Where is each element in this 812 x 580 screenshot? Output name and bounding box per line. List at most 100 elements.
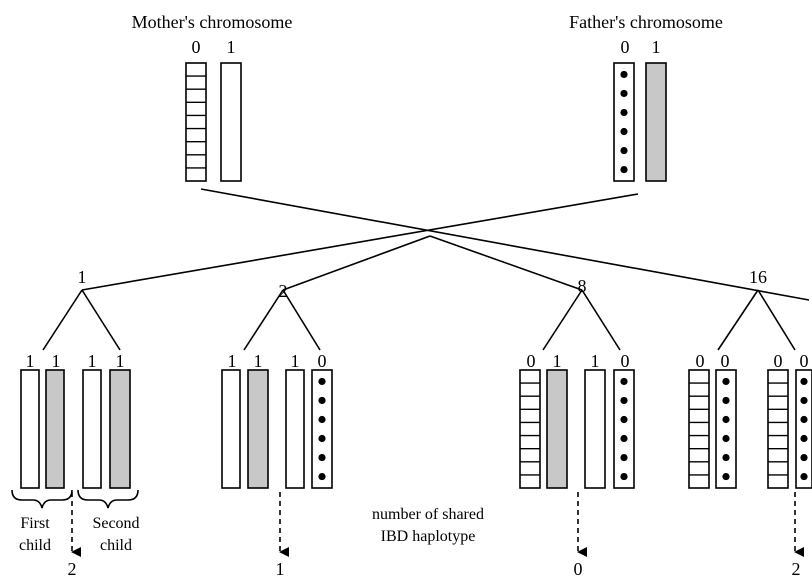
mother-chromosome-title: Mother's chromosome bbox=[132, 12, 293, 32]
s16-c1-chrom-b bbox=[715, 369, 737, 489]
shared-count-1: 2 bbox=[68, 559, 77, 579]
chromosome-bar bbox=[613, 369, 635, 489]
branch-line-2 bbox=[282, 235, 431, 291]
s8-c1-chrom-b bbox=[546, 369, 568, 489]
s2-c1-label-a: 1 bbox=[228, 351, 237, 371]
chromosome-bar bbox=[546, 369, 568, 489]
chromosome-dot bbox=[318, 415, 326, 424]
cross-line-mother bbox=[200, 188, 810, 301]
s16-c2-label-b: 0 bbox=[800, 351, 809, 371]
first-child-label-line1: First bbox=[20, 515, 50, 532]
chromosome-bar bbox=[45, 369, 65, 489]
chromosome-bar bbox=[767, 369, 789, 489]
s8-c1-label-a: 0 bbox=[527, 351, 536, 371]
s1-c1-chrom-b bbox=[45, 369, 65, 489]
s8-c2-chrom-a bbox=[584, 369, 606, 489]
chromosome-bar bbox=[82, 369, 102, 489]
chromosome-bar bbox=[109, 369, 131, 489]
father-label-1: 1 bbox=[652, 37, 661, 57]
s1-c2-chrom-b bbox=[109, 369, 131, 489]
s2-c2-label-b: 0 bbox=[318, 351, 327, 371]
chromosome-dot bbox=[722, 472, 730, 481]
chromosome-dot bbox=[620, 453, 628, 462]
chromosome-bar bbox=[247, 369, 269, 489]
first-child-label-line2: child bbox=[19, 537, 51, 554]
scenario-label-8: 8 bbox=[578, 276, 587, 296]
chromosome-dot bbox=[620, 108, 628, 117]
s8-c1-chrom-a bbox=[519, 369, 541, 489]
s2-c1-chrom-a bbox=[221, 369, 241, 489]
chromosome-dot bbox=[620, 415, 628, 424]
branch-line-8 bbox=[429, 235, 583, 291]
second-child-label-line1: Second bbox=[92, 515, 139, 532]
cross-line-father bbox=[81, 193, 639, 291]
mother-chromosome-0 bbox=[185, 62, 207, 182]
chromosome-dot bbox=[620, 146, 628, 155]
tree-1-left bbox=[42, 289, 83, 351]
s16-c1-chrom-a bbox=[688, 369, 710, 489]
tree-8-left bbox=[542, 289, 583, 351]
shared-count-16: 2 bbox=[792, 559, 801, 579]
chromosome-bar bbox=[220, 62, 242, 182]
s8-c2-label-a: 1 bbox=[591, 351, 600, 371]
chromosome-dot bbox=[800, 377, 808, 386]
mother-label-1: 1 bbox=[227, 37, 236, 57]
scenario-label-16: 16 bbox=[749, 267, 767, 287]
father-chromosome-1 bbox=[645, 62, 667, 182]
father-chromosome-0 bbox=[613, 62, 635, 182]
chromosome-bar bbox=[645, 62, 667, 182]
s16-c2-chrom-a bbox=[767, 369, 789, 489]
chromosome-dot bbox=[620, 434, 628, 443]
s1-c1-label-b: 1 bbox=[52, 351, 61, 371]
s8-c2-chrom-b bbox=[613, 369, 635, 489]
chromosome-dot bbox=[318, 434, 326, 443]
s16-c2-label-a: 0 bbox=[774, 351, 783, 371]
chromosome-dot bbox=[800, 472, 808, 481]
tree-16-left bbox=[717, 289, 759, 351]
chromosome-bar bbox=[185, 62, 207, 182]
chromosome-dot bbox=[620, 127, 628, 136]
father-label-0: 0 bbox=[621, 37, 630, 57]
chromosome-dot bbox=[620, 377, 628, 386]
chromosome-dot bbox=[318, 472, 326, 481]
s1-c2-label-a: 1 bbox=[88, 351, 97, 371]
s16-c1-label-a: 0 bbox=[696, 351, 705, 371]
s16-c2-chrom-b bbox=[795, 369, 812, 489]
chromosome-dot bbox=[800, 434, 808, 443]
chromosome-bar bbox=[20, 369, 40, 489]
shared-ibd-label-line2: IBD haplotype bbox=[381, 528, 476, 545]
chromosome-dot bbox=[318, 453, 326, 462]
shared-ibd-label-line1: number of shared bbox=[372, 506, 484, 523]
chromosome-dot bbox=[620, 89, 628, 98]
tree-2-right bbox=[282, 289, 321, 351]
tree-2-left bbox=[243, 289, 284, 351]
chromosome-dot bbox=[722, 377, 730, 386]
mother-label-0: 0 bbox=[192, 37, 201, 57]
tree-1-right bbox=[81, 289, 121, 351]
s2-c2-label-a: 1 bbox=[291, 351, 300, 371]
chromosome-dot bbox=[722, 396, 730, 405]
s1-c1-label-a: 1 bbox=[26, 351, 35, 371]
s1-c2-chrom-a bbox=[82, 369, 102, 489]
chromosome-dot bbox=[620, 472, 628, 481]
chromosome-dot bbox=[722, 434, 730, 443]
s2-c2-chrom-a bbox=[285, 369, 305, 489]
shared-count-8: 0 bbox=[574, 559, 583, 579]
chromosome-dot bbox=[318, 377, 326, 386]
chromosome-dot bbox=[620, 396, 628, 405]
chromosome-bar bbox=[311, 369, 333, 489]
chromosome-dot bbox=[620, 70, 628, 79]
s8-c2-label-b: 0 bbox=[621, 351, 630, 371]
chromosome-dot bbox=[620, 165, 628, 174]
chromosome-bar bbox=[519, 369, 541, 489]
s8-c1-label-b: 1 bbox=[553, 351, 562, 371]
shared-count-2: 1 bbox=[276, 559, 285, 579]
second-child-brace bbox=[77, 489, 139, 509]
mother-chromosome-1 bbox=[220, 62, 242, 182]
father-chromosome-title: Father's chromosome bbox=[569, 12, 723, 32]
chromosome-bar bbox=[688, 369, 710, 489]
s16-c1-label-b: 0 bbox=[721, 351, 730, 371]
second-child-label-line2: child bbox=[100, 537, 132, 554]
chromosome-dot bbox=[722, 453, 730, 462]
